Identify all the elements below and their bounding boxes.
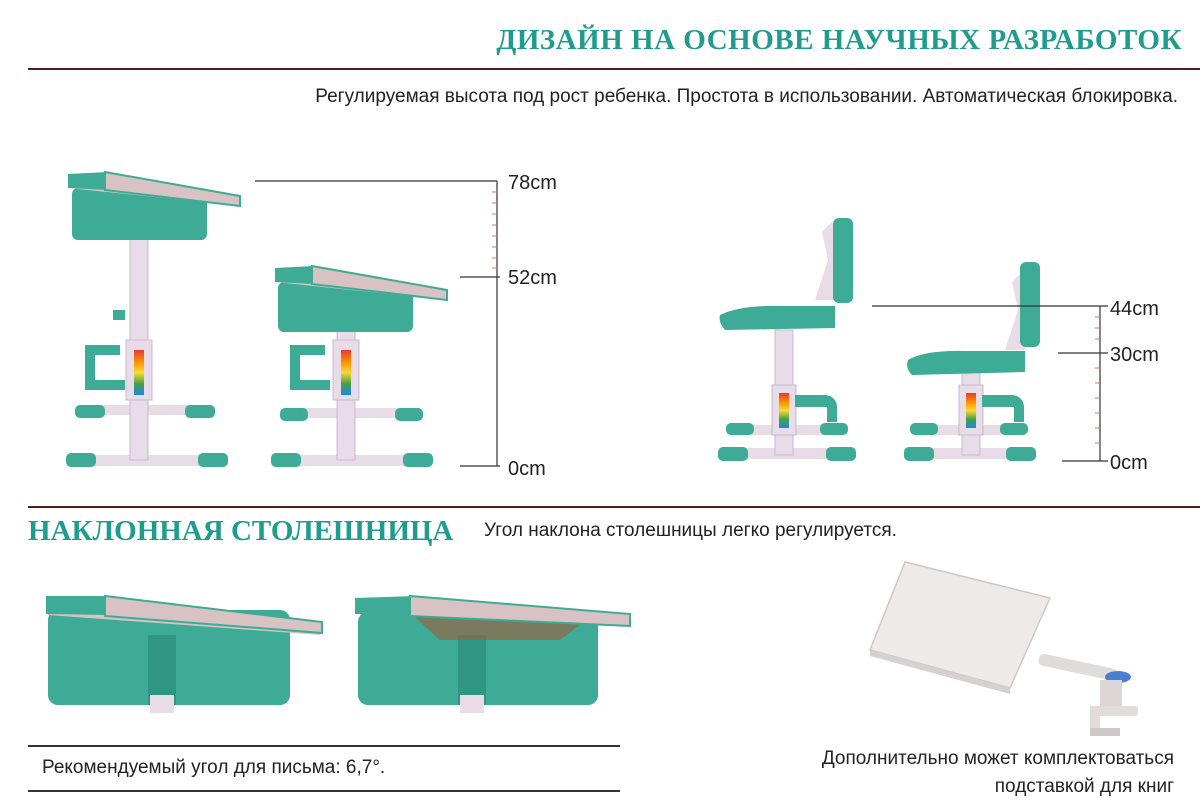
chair-height-label-max: 44cm [1110,298,1159,320]
chair-height-ruler [872,305,1108,462]
chair-height-label-zero: 0cm [1110,452,1148,474]
chair-low-illustration [904,262,1040,461]
desk-height-ruler [255,180,500,467]
desk-height-label-zero: 0cm [508,458,546,480]
book-stand-note: Дополнительно может комплектоваться подс… [822,745,1174,801]
desk-height-label-min: 52cm [508,267,557,289]
chair-high-illustration [718,218,856,461]
tilted-desktop-open [355,594,631,713]
desk-low-illustration [271,264,448,467]
book-stand-note-line2: подставкой для книг [994,776,1174,797]
tilt-section-title: НАКЛОННАЯ СТОЛЕШНИЦА [28,515,454,547]
subtitle: Регулируемая высота под рост ребенка. Пр… [315,86,1178,107]
book-stand-note-line1: Дополнительно может комплектоваться [821,748,1174,769]
chair-height-label-min: 30cm [1110,344,1159,366]
tilt-section-note: Угол наклона столешницы легко регулирует… [484,520,897,541]
desk-height-label-max: 78cm [508,172,557,194]
recommended-angle-note: Рекомендуемый угол для письма: 6,7°. [42,757,386,778]
angle-note-rule-bottom [28,790,620,792]
desk-high-illustration [66,170,241,467]
header-divider [28,68,1200,70]
tilted-desktop-closed [46,594,323,713]
section-divider [28,506,1200,508]
page-title: ДИЗАЙН НА ОСНОВЕ НАУЧНЫХ РАЗРАБОТОК [496,24,1182,56]
angle-note-rule-top [28,745,620,747]
book-stand-illustration [868,561,1138,736]
